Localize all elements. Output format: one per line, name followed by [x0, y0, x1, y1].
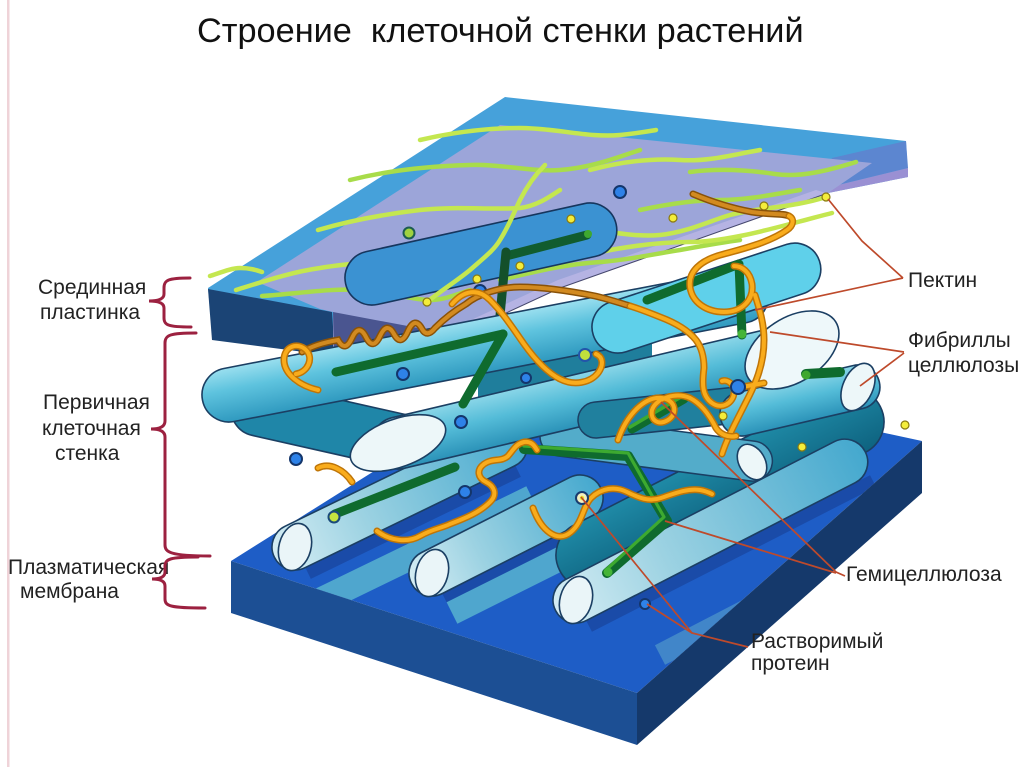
svg-text:мембрана: мембрана — [20, 580, 119, 603]
svg-text:Растворимый: Растворимый — [751, 630, 883, 653]
svg-text:Первичная: Первичная — [43, 391, 150, 414]
svg-text:стенка: стенка — [55, 442, 120, 465]
svg-text:пластинка: пластинка — [40, 301, 140, 324]
svg-text:Гемицеллюлоза: Гемицеллюлоза — [846, 563, 1002, 586]
svg-text:целлюлозы: целлюлозы — [908, 354, 1019, 377]
svg-text:Плазматическая: Плазматическая — [8, 556, 169, 579]
svg-text:Срединная: Срединная — [38, 276, 146, 299]
svg-text:клеточная: клеточная — [42, 417, 141, 440]
svg-text:Пектин: Пектин — [908, 269, 977, 292]
svg-text:Строение клеточной стенки рас: Строение клеточной стенки растений — [197, 12, 804, 50]
svg-text:Фибриллы: Фибриллы — [908, 329, 1011, 352]
svg-text:протеин: протеин — [751, 652, 830, 675]
